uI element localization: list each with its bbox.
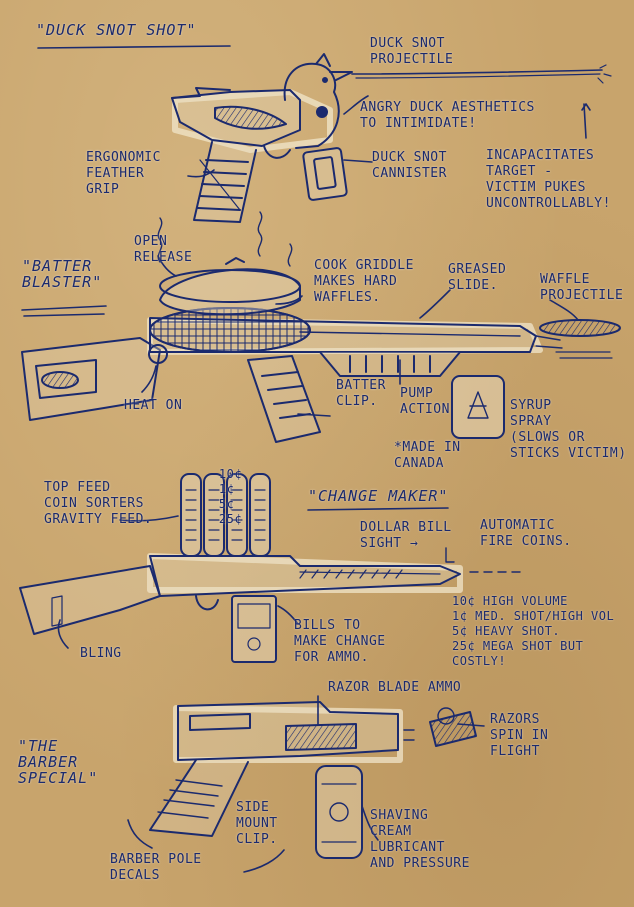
batter-clip-label: Batter Clip. bbox=[336, 378, 386, 409]
pump-action-label: Pump Action bbox=[400, 386, 450, 417]
top-feed-coin-sorters-label: Top Feed Coin Sorters Gravity Feed. bbox=[44, 480, 153, 527]
automatic-fire-coins-label: Automatic Fire Coins. bbox=[480, 518, 572, 549]
coin-rates-label: 10¢ High Volume 1¢ Med. Shot/High Vol 5¢… bbox=[452, 594, 615, 668]
barber-special-title: "The Barber Special" bbox=[18, 737, 99, 787]
batter-blaster-drawing bbox=[21, 211, 621, 443]
duck-snot-shot-title: "Duck Snot Shot" bbox=[36, 21, 197, 39]
coin-label-10: 10¢ bbox=[218, 467, 243, 481]
coin-label-1: 1¢ bbox=[218, 482, 235, 496]
duck-snot-canister-label: Duck Snot Cannister bbox=[372, 150, 447, 181]
dollar-bill-sight-label: Dollar Bill Sight → bbox=[360, 520, 452, 551]
barber-special-drawing bbox=[149, 701, 477, 859]
heat-on-label: Heat On bbox=[124, 398, 183, 413]
bling-label: Bling bbox=[80, 646, 122, 661]
waffle-projectile-label: Waffle Projectile bbox=[540, 272, 624, 303]
angry-duck-aesthetics-label: Angry Duck Aesthetics to Intimidate! bbox=[360, 100, 535, 131]
change-maker-title: "Change Maker" bbox=[308, 487, 449, 505]
open-release-label: Open Release bbox=[134, 234, 193, 265]
bills-to-make-change-label: Bills to Make Change for Ammo. bbox=[294, 618, 386, 665]
razors-spin-label: Razors Spin in Flight bbox=[490, 712, 549, 759]
made-in-canada-label: *Made in Canada bbox=[394, 440, 461, 471]
annotation-arrows bbox=[21, 45, 591, 873]
greased-slide-label: Greased Slide. bbox=[448, 262, 507, 293]
shaving-cream-label: Shaving Cream Lubricant and Pressure bbox=[370, 808, 470, 871]
coin-label-25: 25¢ bbox=[218, 512, 243, 526]
cook-griddle-label: Cook Griddle Makes Hard Waffles. bbox=[314, 258, 414, 305]
coin-denominations: 10¢ 1¢ 5¢ 25¢ bbox=[172, 452, 282, 542]
barber-pole-decals-label: Barber Pole Decals bbox=[110, 852, 202, 883]
duck-snot-projectile-label: Duck Snot Projectile bbox=[370, 36, 454, 67]
razor-blade-ammo-label: Razor Blade Ammo bbox=[328, 680, 462, 695]
batter-blaster-title: "Batter Blaster" bbox=[22, 257, 103, 291]
coin-label-5: 5¢ bbox=[218, 497, 235, 511]
change-maker-drawing bbox=[19, 473, 521, 663]
side-mount-clip-label: Side Mount Clip. bbox=[236, 800, 278, 847]
duck-snot-gun-drawing bbox=[171, 53, 612, 223]
incapacitates-label: Incapacitates Target - Victim Pukes Unco… bbox=[486, 148, 611, 211]
syrup-spray-label: Syrup Spray (Slows or Sticks Victim) bbox=[510, 398, 627, 461]
ergonomic-feather-grip-label: Ergonomic Feather Grip bbox=[86, 150, 161, 197]
